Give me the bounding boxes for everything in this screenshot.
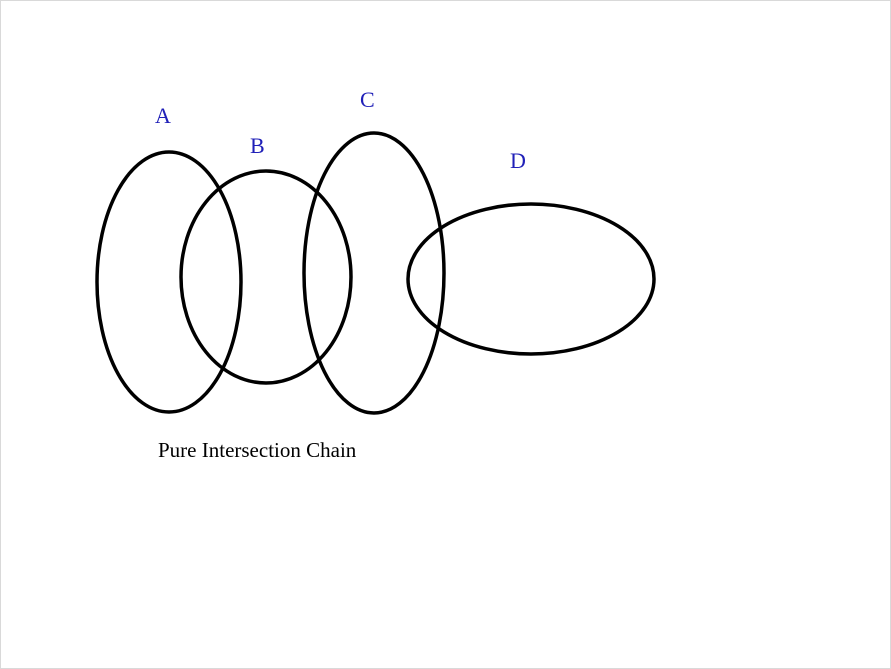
ellipse-set-c: [302, 131, 446, 415]
ellipse-set-a: [95, 150, 243, 414]
label-set-a: A: [155, 103, 171, 128]
ellipse-set-b: [179, 169, 353, 385]
label-set-c: C: [360, 87, 375, 112]
label-set-d: D: [510, 148, 526, 173]
label-set-b: B: [250, 133, 265, 158]
diagram-caption: Pure Intersection Chain: [158, 438, 357, 462]
ellipse-set-d: [406, 202, 656, 356]
